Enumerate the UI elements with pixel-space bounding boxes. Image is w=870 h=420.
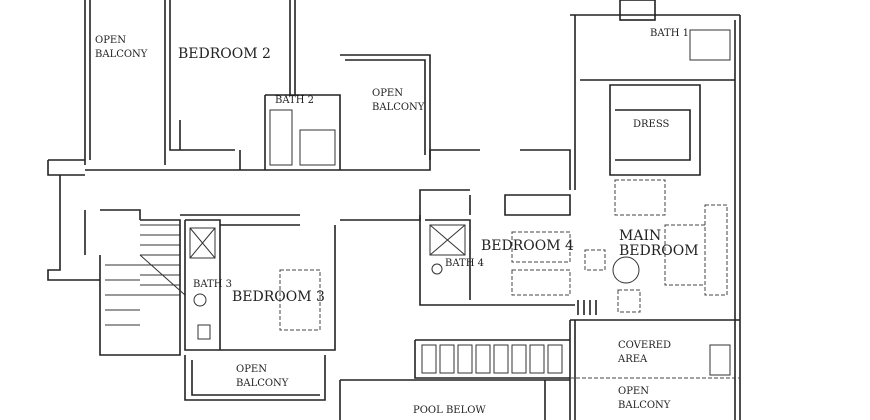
label-bath-3: BATH 3 (193, 279, 232, 290)
label-main-bedroom-1: MAIN (619, 228, 661, 244)
label-bedroom-2: BEDROOM 2 (178, 46, 271, 62)
label-bedroom-3: BEDROOM 3 (232, 289, 325, 305)
label-bath-1: BATH 1 (650, 28, 689, 39)
label-open-balcony-center-1: OPEN (372, 88, 403, 99)
walls (47, 0, 741, 420)
label-covered-area-1: COVERED (618, 340, 671, 351)
label-open-balcony-bottom-right-1: OPEN (618, 386, 649, 397)
label-bedroom-4: BEDROOM 4 (481, 238, 574, 254)
room-labels: OPEN BALCONY BEDROOM 2 BATH 2 OPEN BALCO… (95, 28, 699, 416)
label-pool-below: POOL BELOW (413, 405, 486, 416)
label-dress: DRESS (633, 119, 670, 130)
label-covered-area-2: AREA (617, 354, 648, 365)
label-open-balcony-top-left-1: OPEN (95, 35, 126, 46)
label-open-balcony-center-2: BALCONY (372, 102, 425, 113)
label-main-bedroom-2: BEDROOM (619, 243, 699, 259)
label-open-balcony-bottom-1: OPEN (236, 364, 267, 375)
label-bath-2: BATH 2 (275, 95, 314, 106)
label-open-balcony-bottom-right-2: BALCONY (618, 400, 671, 411)
label-open-balcony-bottom-2: BALCONY (236, 378, 289, 389)
label-open-balcony-top-left-2: BALCONY (95, 49, 148, 60)
label-bath-4: BATH 4 (445, 258, 484, 269)
